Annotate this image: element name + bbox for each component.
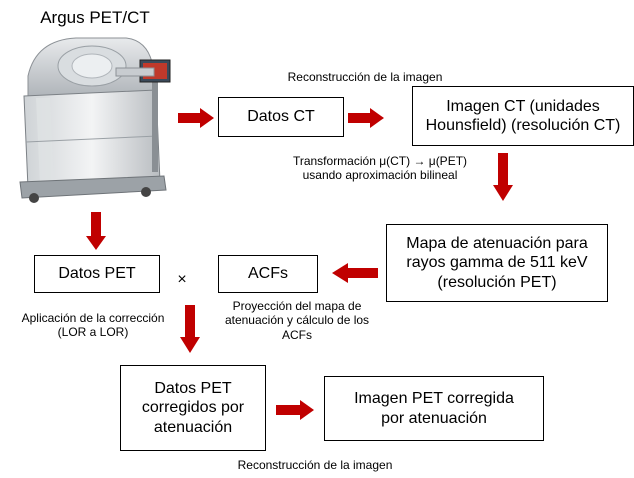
arrow-ct-to-image <box>348 108 386 128</box>
recon-label-bottom: Reconstrucción de la imagen <box>237 458 393 472</box>
box-imagen-ct: Imagen CT (unidades Hounsfield) (resoluc… <box>412 86 634 146</box>
recon-label-top: Reconstrucción de la imagen <box>287 70 443 84</box>
arrow-image-to-map <box>493 153 513 203</box>
multiply-symbol: × <box>177 271 187 288</box>
device-title: Argus PET/CT <box>40 8 150 27</box>
arrow-corrected-to-image <box>276 400 316 420</box>
arrow-scanner-to-ct <box>178 108 216 128</box>
arrow-pet-to-corrected <box>180 305 200 355</box>
arrow-scanner-to-pet <box>86 212 106 252</box>
box-datos-pet: Datos PET <box>34 255 160 293</box>
arrow-map-to-acfs <box>332 263 378 283</box>
box-imagen-pet-corregida: Imagen PET corregida por atenuación <box>324 376 544 441</box>
box-datos-ct: Datos CT <box>218 97 344 137</box>
proyeccion-label: Proyección del mapa de atenuación y cálc… <box>224 299 370 342</box>
pet-ct-scanner-image <box>6 32 182 206</box>
aplicacion-label: Aplicación de la corrección (LOR a LOR) <box>21 311 165 340</box>
box-datos-pet-corregidos: Datos PET corregidos por atenuación <box>120 365 266 451</box>
transform-label: Transformación μ(CT) → μ(PET) usando apr… <box>292 154 468 183</box>
box-acfs: ACFs <box>218 255 318 293</box>
box-mapa-atenuacion: Mapa de atenuación para rayos gamma de 5… <box>386 224 608 302</box>
